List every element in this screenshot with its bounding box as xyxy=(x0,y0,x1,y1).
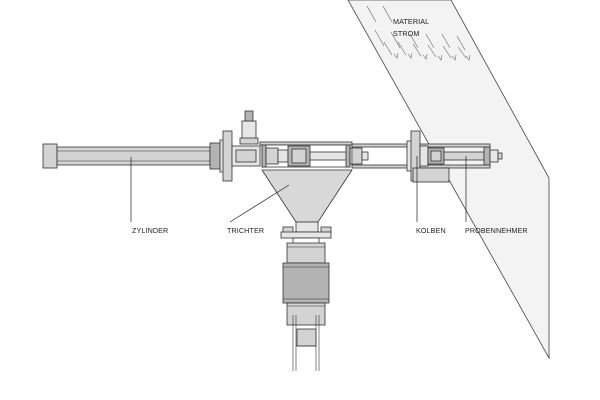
label-probennehmer: PROBENNEHMER xyxy=(465,226,528,235)
label-strom: STROM xyxy=(393,29,419,38)
leader-trichter xyxy=(229,184,290,223)
hopper xyxy=(261,169,353,371)
piston-sampler-assembly xyxy=(351,130,503,183)
cylinder-assembly xyxy=(42,110,261,182)
label-kolben: KOLBEN xyxy=(416,226,446,235)
label-material: MATERIAL xyxy=(393,17,429,26)
housing xyxy=(259,141,369,168)
stream-flow-arrows xyxy=(366,5,471,61)
label-trichter: TRICHTER xyxy=(227,226,264,235)
label-zylinder: ZYLINDER xyxy=(132,226,168,235)
leader-lines xyxy=(130,156,467,223)
